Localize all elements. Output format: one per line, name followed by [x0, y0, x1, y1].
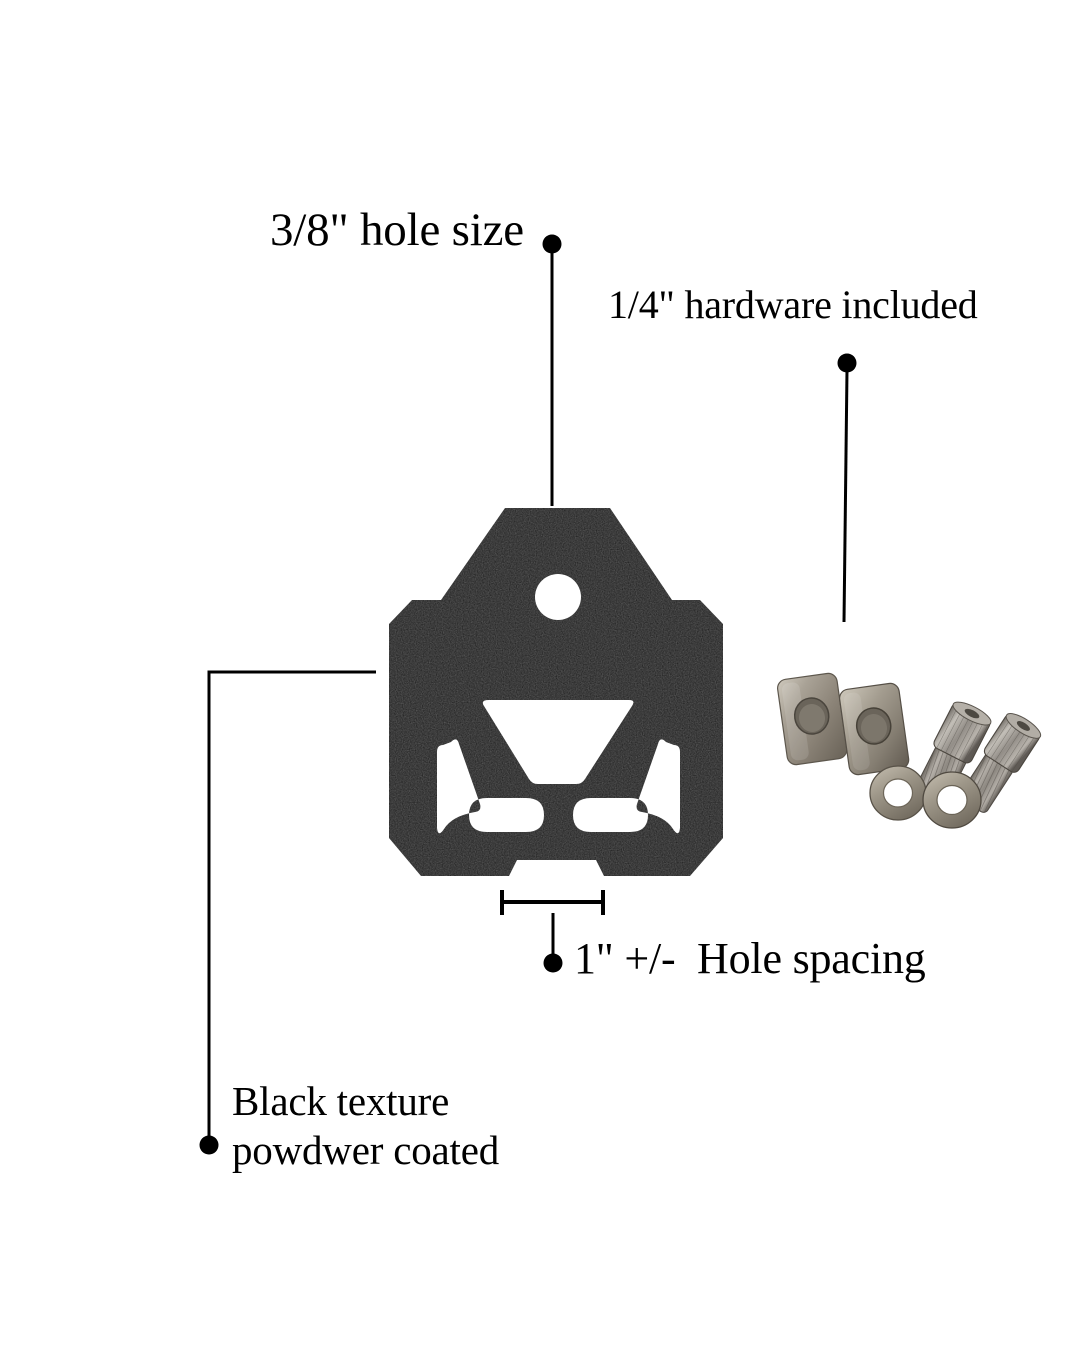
- flat-washer-2: [922, 771, 982, 829]
- leader-dot-hardware: [837, 353, 857, 373]
- leader-dot-hole-size: [542, 234, 562, 254]
- label-coating-line-2: powdwer coated: [232, 1127, 500, 1174]
- hardware-group: [777, 672, 1042, 829]
- leader-dot-coating: [199, 1135, 219, 1155]
- leader-hardware: [837, 353, 857, 623]
- t-slot-nut-1: [777, 672, 848, 766]
- washer-hole: [936, 784, 968, 816]
- mounting-bracket-plate: [389, 508, 723, 876]
- screw-hex-socket: [964, 708, 980, 719]
- leader-hole-size: [542, 234, 562, 506]
- leader-coating: [199, 670, 376, 1155]
- hole-spacing-dimension-bar: [500, 890, 605, 973]
- washer-hole: [882, 778, 914, 808]
- t-slot-nut-hole-inner: [798, 704, 826, 732]
- leader-line-coating: [207, 670, 376, 1137]
- label-hole-size: 3/8" hole size: [270, 204, 524, 256]
- t-slot-nut-2: [839, 682, 910, 776]
- label-coating-line-1: Black texture: [232, 1078, 450, 1124]
- t-slot-nut-hole-inner: [860, 714, 888, 742]
- leader-line-hardware: [842, 369, 849, 623]
- screw-hex-socket: [1016, 721, 1030, 731]
- flat-washer-1: [869, 765, 927, 821]
- label-hole-spacing: 1" +/- Hole spacing: [574, 934, 926, 983]
- leader-dot-hole-spacing: [543, 953, 563, 973]
- bracket-body: [389, 508, 723, 876]
- label-hardware-included: 1/4" hardware included: [608, 282, 978, 327]
